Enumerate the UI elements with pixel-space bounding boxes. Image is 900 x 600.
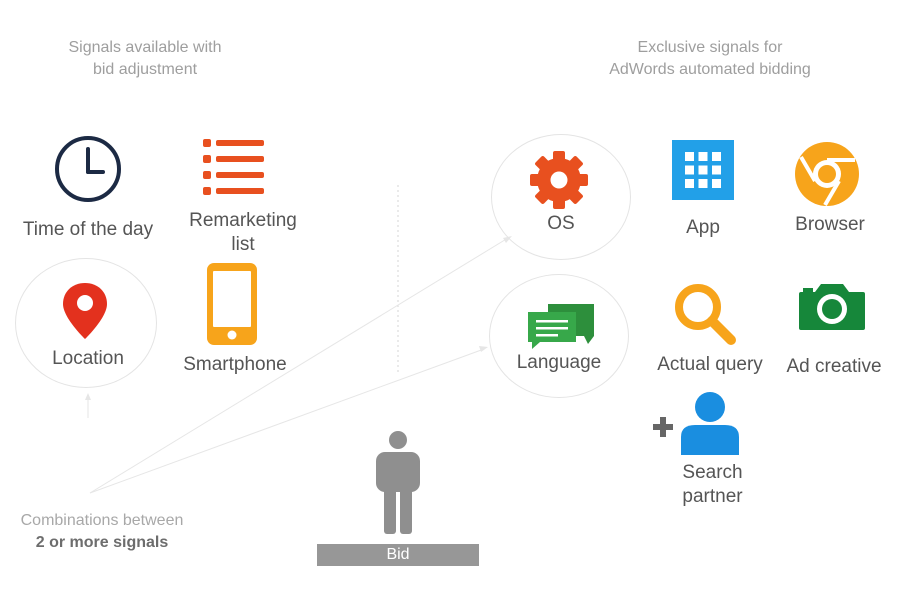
remarketing-label-line-2: list [231,234,255,255]
remarketing-label-line-1: Remarketing [189,210,297,231]
os-label: OS [547,213,575,234]
location-pin-icon [60,281,110,341]
right-title-line-1: Exclusive signals for [637,39,783,56]
browser-icon [793,140,861,208]
list-icon [202,137,266,199]
person-icon [372,430,424,536]
app-grid-icon [672,140,734,200]
search-partner-label-line-1: Search [682,462,743,483]
right-title-line-2: AdWords automated bidding [609,61,811,78]
os-circle [491,134,631,260]
clock-icon [53,134,123,204]
app-label: App [686,217,720,238]
search-icon [673,282,737,346]
left-title-line-1: Signals available with [68,39,222,56]
combinations-line-1: Combinations between [20,512,184,529]
partner-person-icon [677,391,743,455]
smartphone-label: Smartphone [183,354,287,375]
bid-bar: Bid [317,544,479,566]
remarketing-label: Remarketing list [168,209,318,257]
language-label: Language [516,352,602,373]
gear-icon [524,149,594,211]
arrow-head-language [479,346,488,352]
time-of-day-label: Time of the day [22,219,154,240]
combinations-line-2: 2 or more signals [35,534,169,551]
arrow-to-language [89,348,485,494]
right-column-title: Exclusive signals for AdWords automated … [580,37,840,81]
chat-bubbles-icon [526,298,596,350]
arrow-head-location [85,393,91,400]
bid-label: Bid [386,546,410,563]
search-partner-label: Search partner [660,461,765,509]
plus-icon [652,416,674,438]
left-column-title: Signals available with bid adjustment [40,37,250,81]
language-circle [489,274,629,398]
location-circle [15,258,157,388]
smartphone-icon [206,262,258,346]
left-title-line-2: bid adjustment [92,61,198,78]
arrow-to-os [89,237,509,494]
ad-creative-label: Ad creative [786,356,882,377]
camera-icon [797,282,867,332]
location-label: Location [52,348,124,369]
search-partner-label-line-2: partner [682,486,743,507]
combinations-text: Combinations between 2 or more signals [0,510,204,554]
browser-label: Browser [795,214,865,235]
actual-query-label: Actual query [657,354,763,375]
